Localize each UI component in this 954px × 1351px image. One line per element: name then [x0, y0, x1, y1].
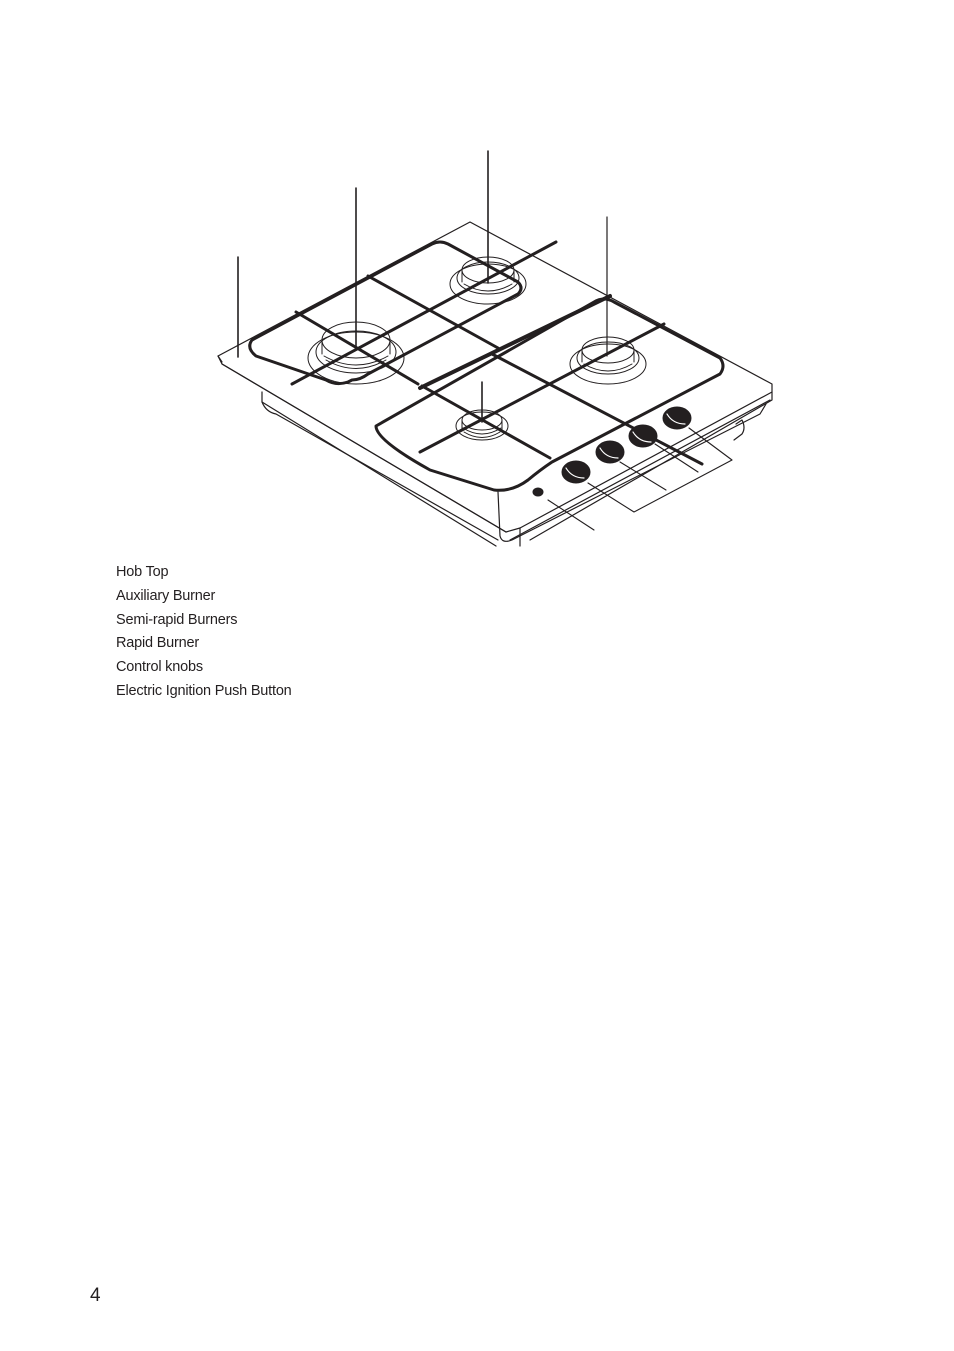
legend-item-semi-rapid-burners: Semi-rapid Burners	[116, 611, 238, 628]
legend-item-control-knobs: Control knobs	[116, 659, 203, 676]
callout-control-knobs	[587, 427, 733, 513]
hob-diagram	[0, 0, 954, 560]
page-number: 4	[90, 1285, 101, 1306]
ignition-push-button	[532, 487, 544, 497]
hob-top	[217, 221, 773, 547]
legend-item-ignition-button: Electric Ignition Push Button	[116, 682, 292, 699]
knob-3	[628, 424, 658, 448]
legend-item-hob-top: Hob Top	[116, 564, 169, 580]
parts-legend: Hob Top Auxiliary Burner Semi-rapid Burn…	[116, 561, 292, 704]
callout-ignition	[547, 499, 595, 531]
pan-supports	[248, 240, 725, 492]
knob-1	[561, 460, 591, 484]
knob-4	[662, 406, 692, 430]
legend-item-auxiliary-burner: Auxiliary Burner	[116, 587, 216, 604]
semi-rapid-burner-right	[569, 336, 647, 385]
legend-item-rapid-burner: Rapid Burner	[116, 635, 200, 652]
callout-lines	[237, 150, 733, 531]
control-knobs	[561, 406, 692, 484]
knob-2	[595, 440, 625, 464]
